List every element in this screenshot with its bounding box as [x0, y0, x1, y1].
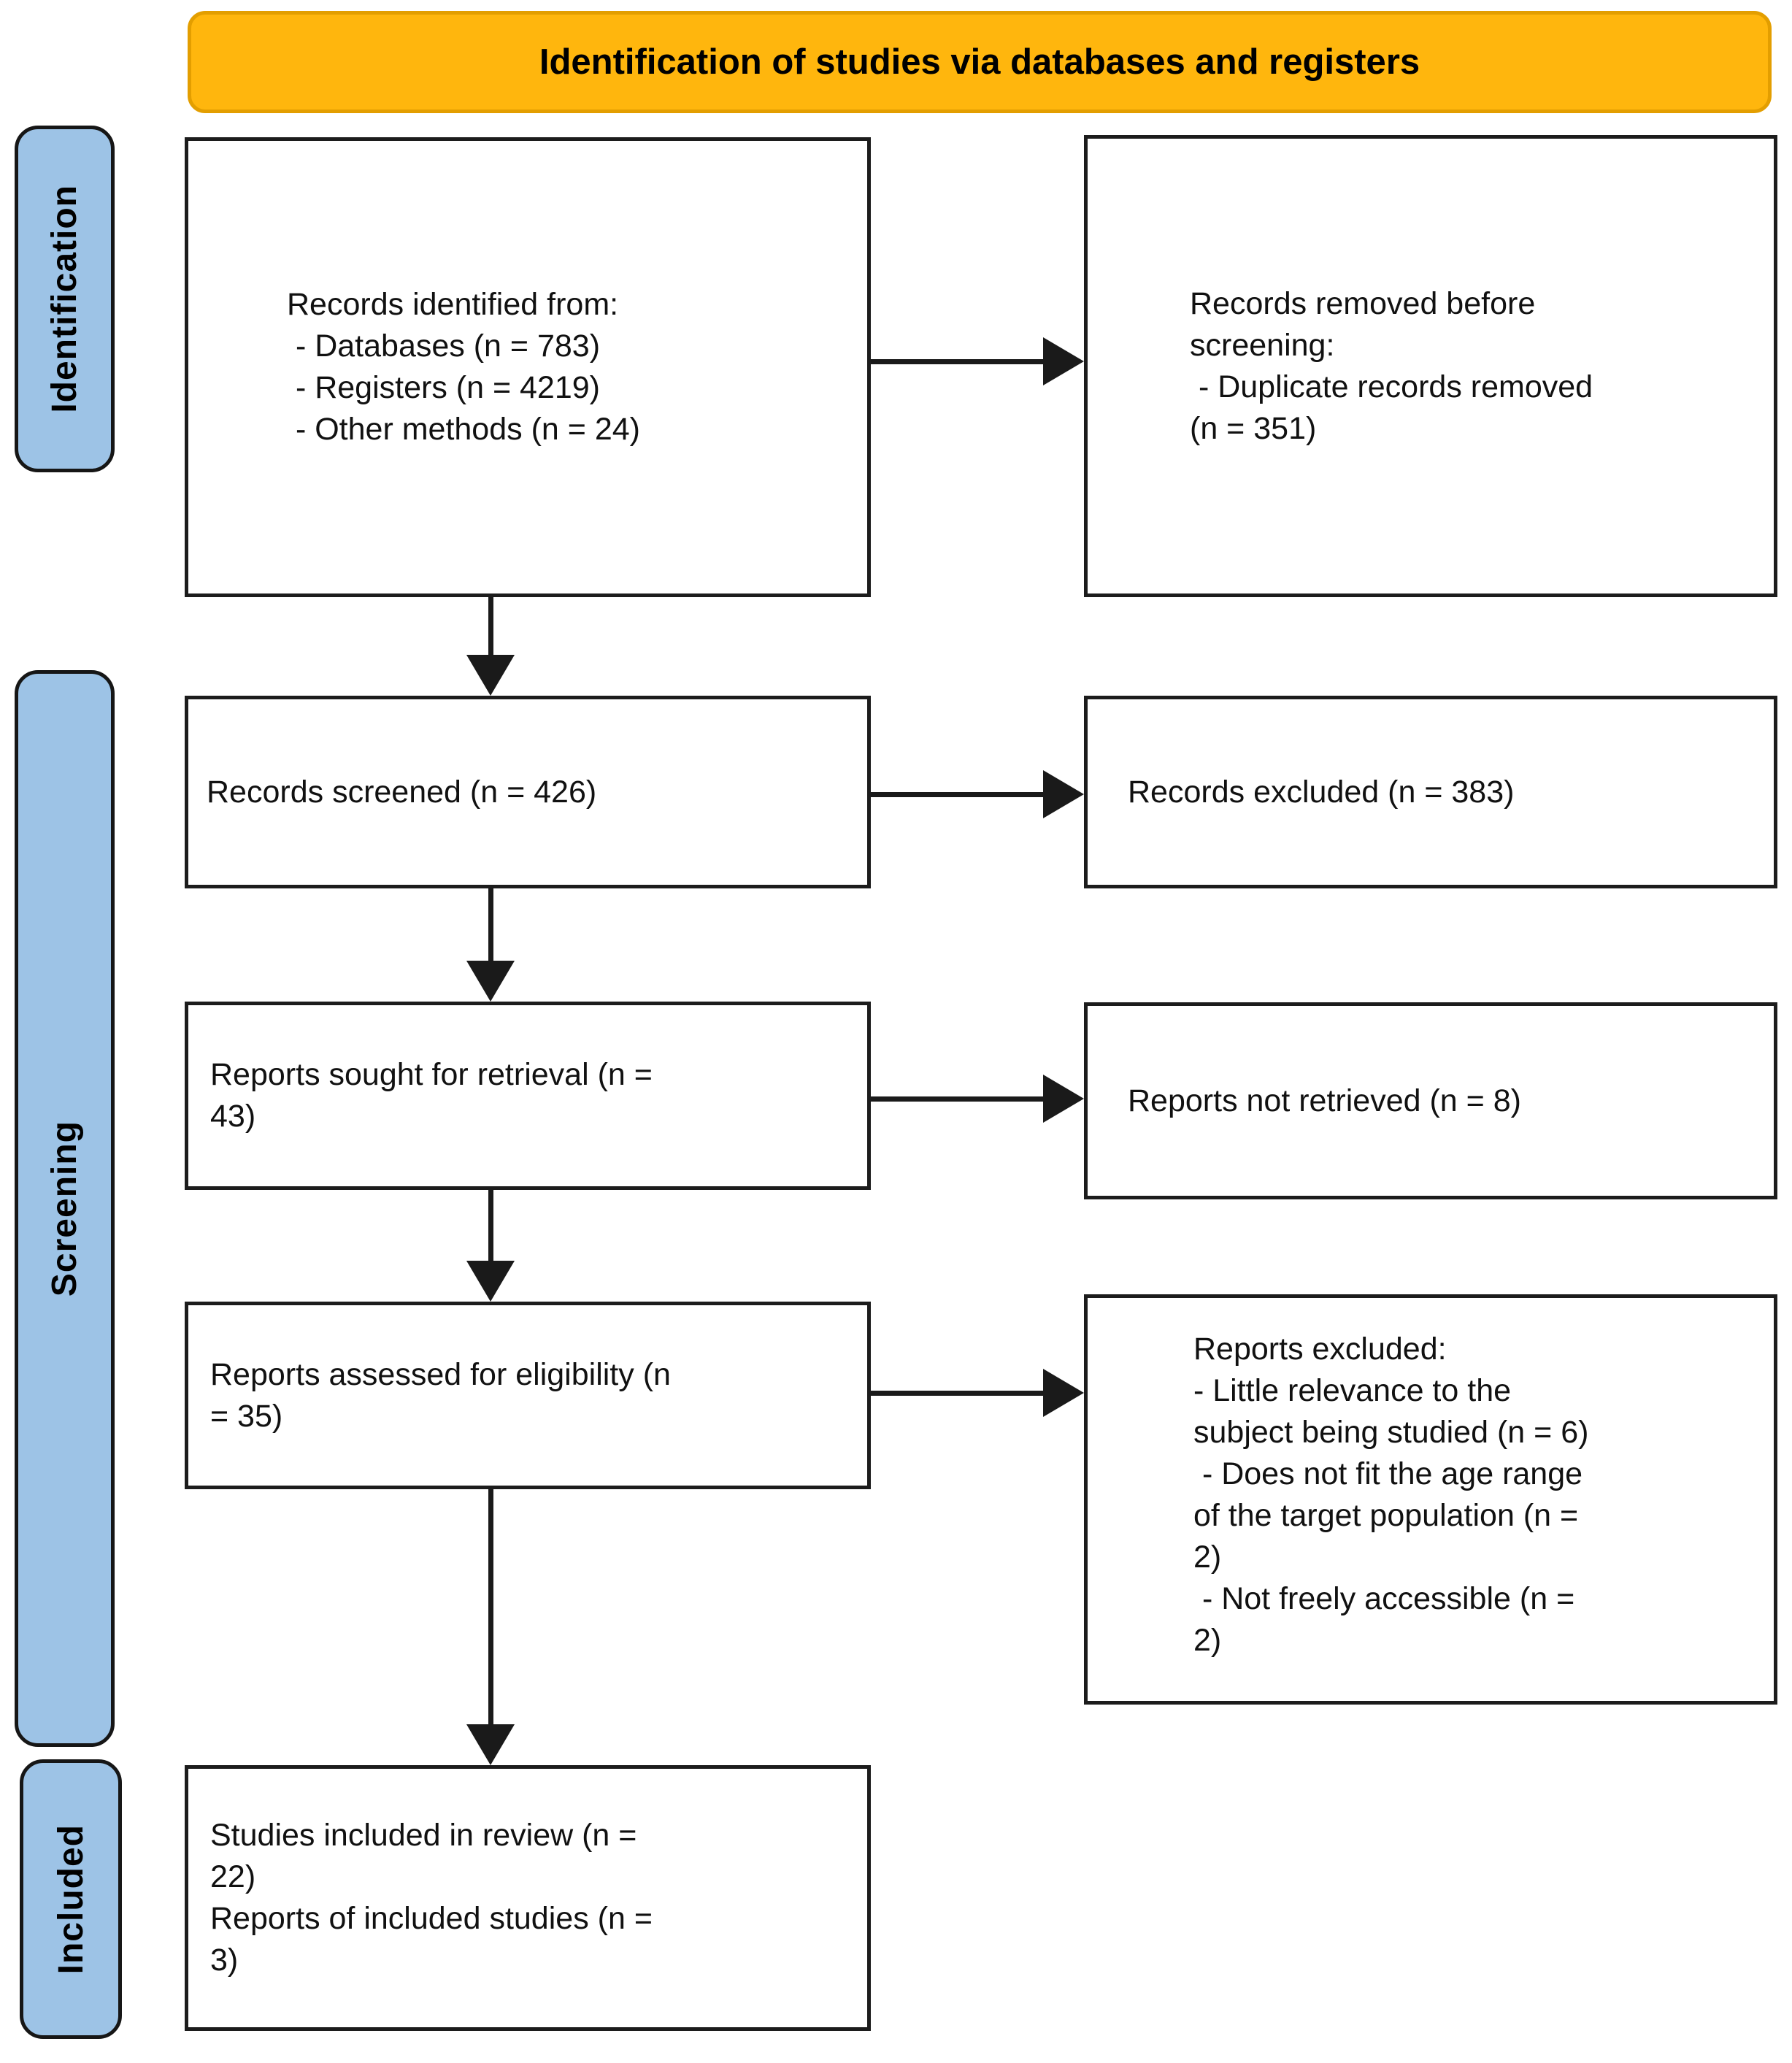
box-records-removed-before-screening: Records removed before screening: - Dupl…	[1084, 135, 1777, 597]
stage-label-identification: Identification	[15, 126, 115, 472]
arrow-screened-to-excluded-head-icon	[1043, 770, 1084, 818]
arrow-sought-to-assessed-head-icon	[466, 1261, 515, 1302]
box-records-screened: Records screened (n = 426)	[185, 696, 871, 888]
arrow-assessed-to-excluded-line	[871, 1391, 1046, 1396]
arrow-identified-to-removed-head-icon	[1043, 337, 1084, 385]
arrow-screened-to-sought-head-icon	[466, 961, 515, 1002]
arrow-assessed-to-included-line	[488, 1489, 493, 1726]
arrow-assessed-to-included-head-icon	[466, 1724, 515, 1765]
box-reports-not-retrieved: Reports not retrieved (n = 8)	[1084, 1002, 1777, 1199]
stage-label-included-text: Included	[51, 1824, 91, 1975]
banner-title: Identification of studies via databases …	[188, 11, 1772, 113]
arrow-identified-to-screened-head-icon	[466, 655, 515, 696]
arrow-screened-to-excluded-line	[871, 792, 1046, 797]
box-studies-included-in-review: Studies included in review (n = 22) Repo…	[185, 1765, 871, 2031]
box-records-identified: Records identified from: - Databases (n …	[185, 137, 871, 597]
arrow-sought-to-not-retrieved-head-icon	[1043, 1075, 1084, 1123]
stage-label-screening: Screening	[15, 670, 115, 1747]
box-reports-assessed-for-eligibility: Reports assessed for eligibility (n = 35…	[185, 1302, 871, 1489]
stage-label-included: Included	[20, 1759, 122, 2039]
arrow-sought-to-assessed-line	[488, 1190, 493, 1263]
box-records-excluded: Records excluded (n = 383)	[1084, 696, 1777, 888]
arrow-sought-to-not-retrieved-line	[871, 1096, 1046, 1102]
arrow-identified-to-removed-line	[871, 359, 1046, 364]
arrow-assessed-to-excluded-head-icon	[1043, 1369, 1084, 1417]
arrow-identified-to-screened-line	[488, 597, 493, 657]
box-reports-excluded-reasons: Reports excluded: - Little relevance to …	[1084, 1294, 1777, 1705]
stage-label-identification-text: Identification	[45, 185, 84, 413]
arrow-screened-to-sought-line	[488, 888, 493, 963]
box-reports-sought-for-retrieval: Reports sought for retrieval (n = 43)	[185, 1002, 871, 1190]
stage-label-screening-text: Screening	[45, 1120, 84, 1297]
